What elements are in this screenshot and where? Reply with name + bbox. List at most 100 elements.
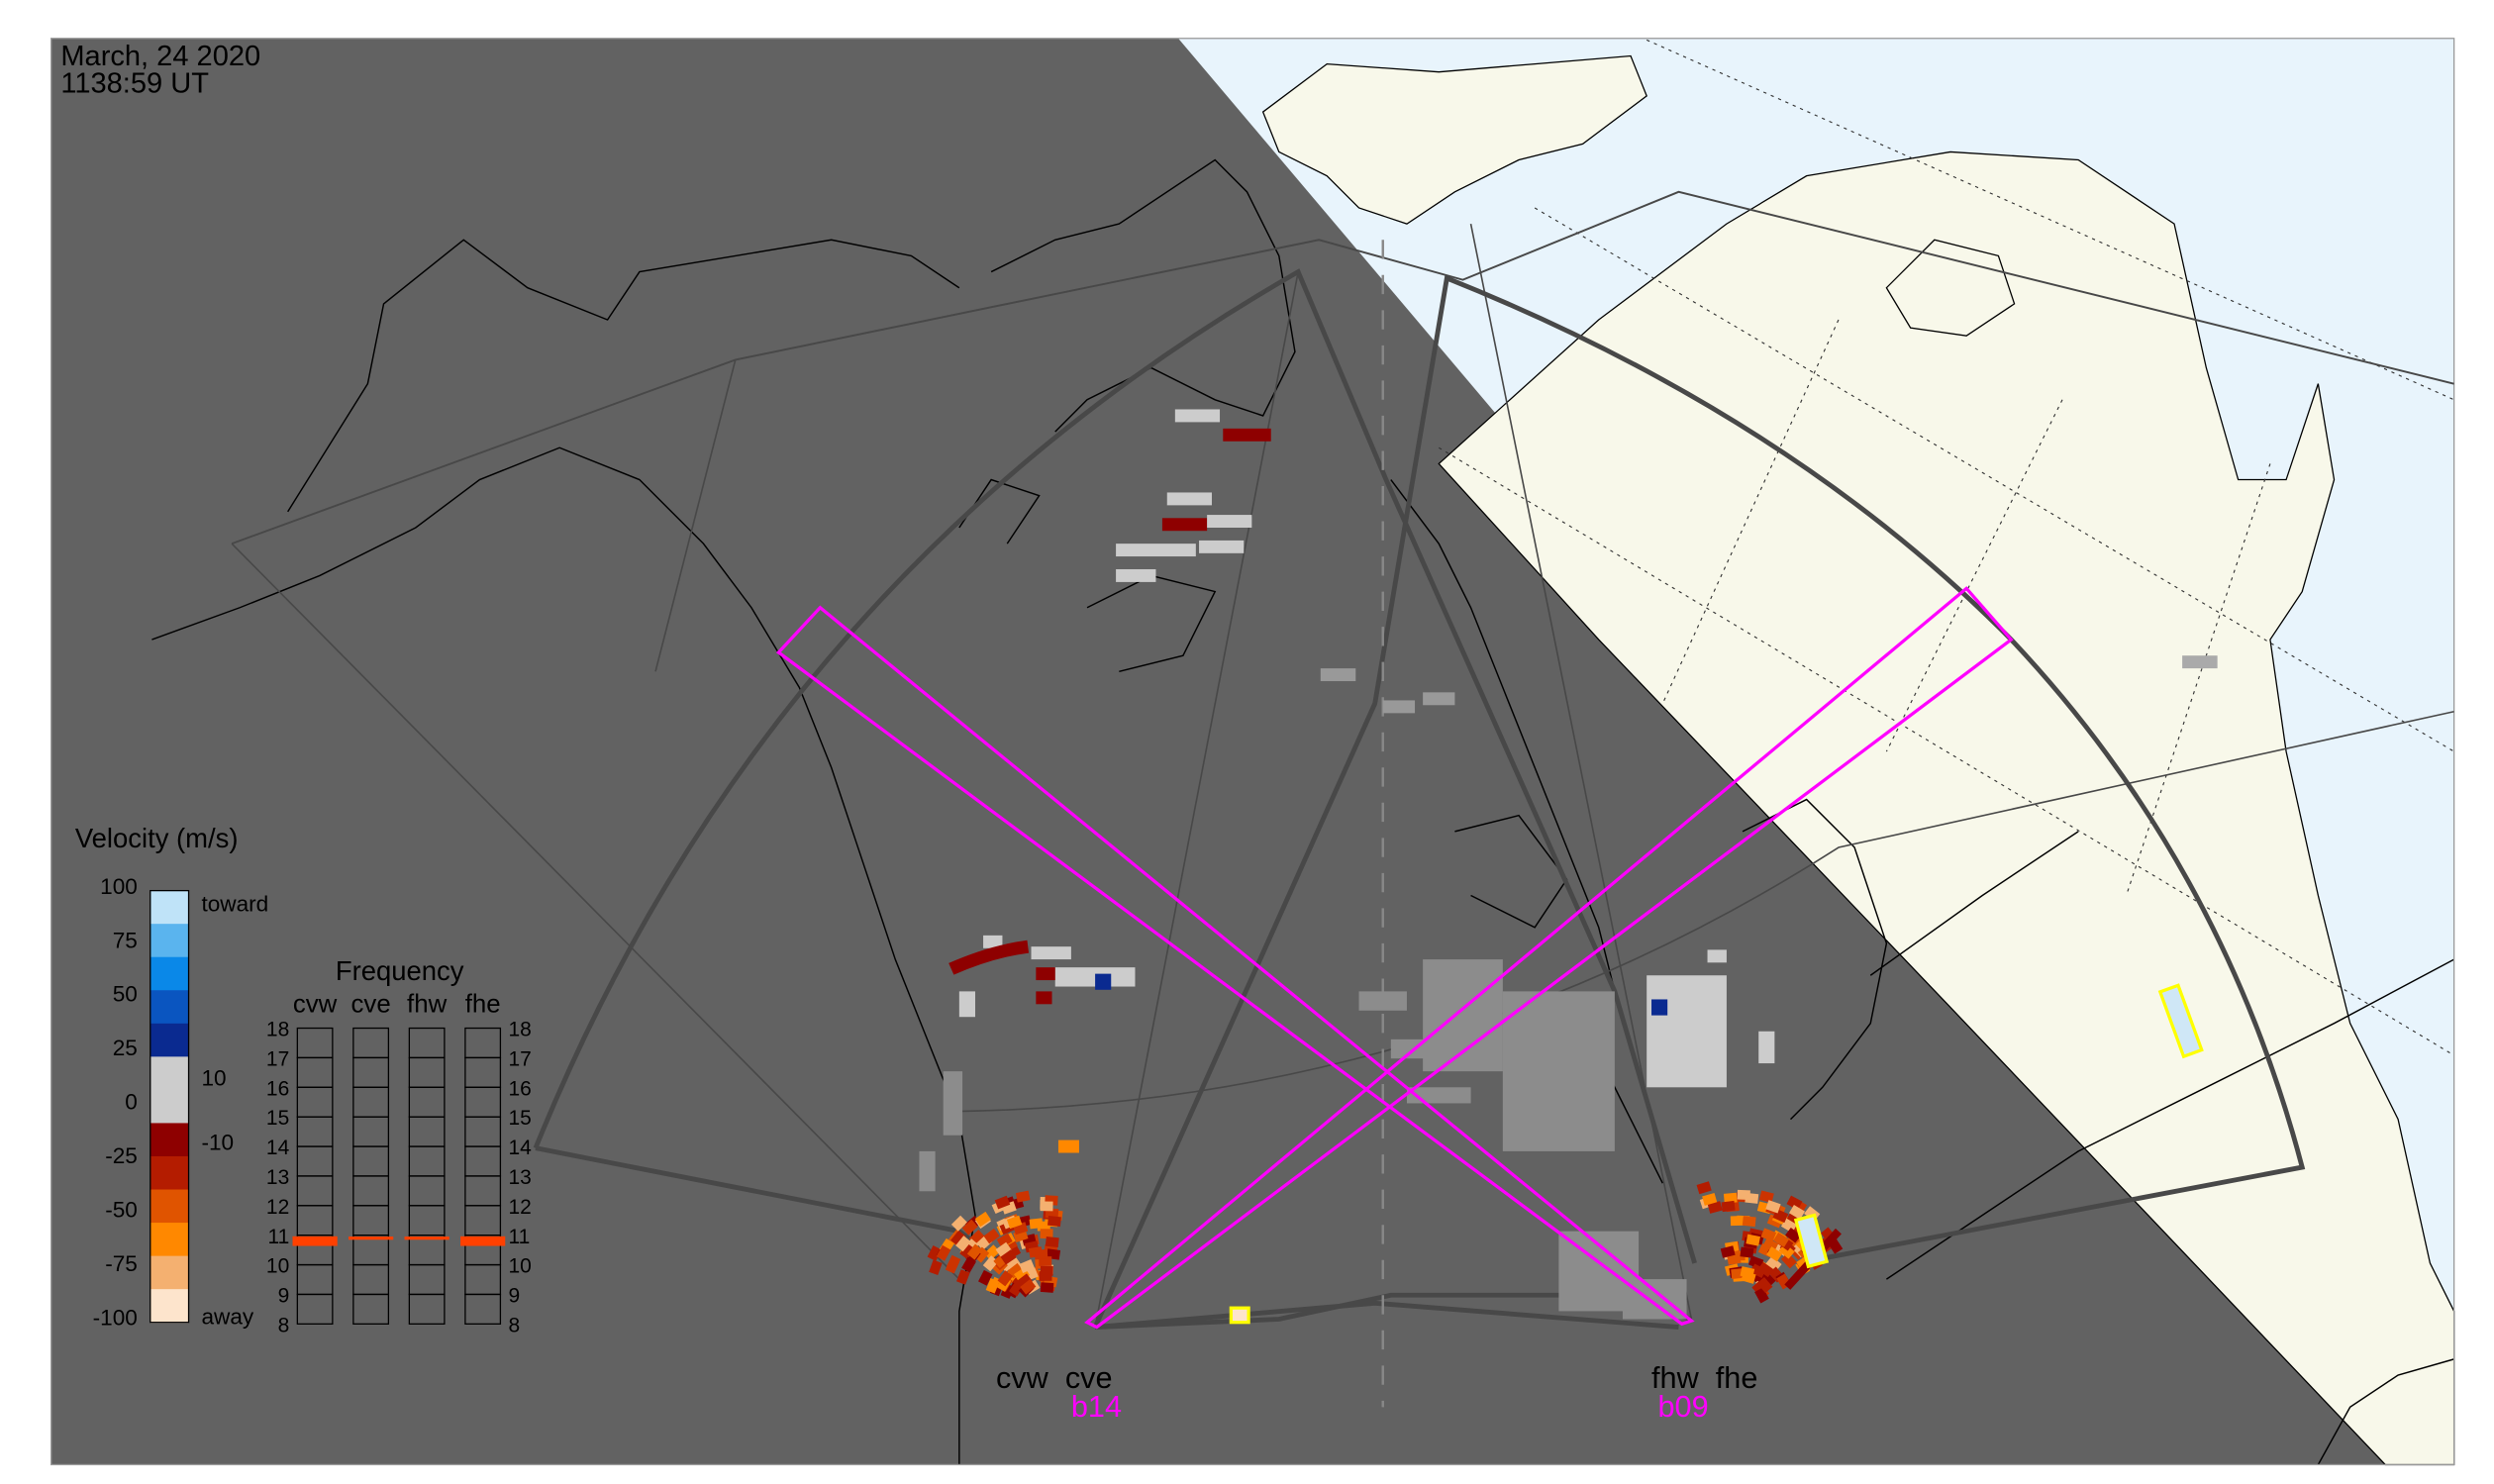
- scatter-cell: [927, 1245, 943, 1261]
- scatter-cell: [961, 1256, 976, 1273]
- scatter-cell: [1036, 967, 1055, 981]
- scatter-cell: [1036, 991, 1052, 1005]
- scatter-cell: [1622, 1279, 1687, 1320]
- scatter-cell: [1040, 1265, 1053, 1276]
- frequency-tick-right: 10: [508, 1255, 531, 1278]
- colorbar-segment: [150, 1289, 189, 1324]
- scatter-cell: [1778, 1242, 1795, 1259]
- scatter-cell: [1034, 1248, 1048, 1260]
- scatter-cell: [1646, 975, 1727, 1088]
- scatter-cell: [1116, 568, 1156, 582]
- colorbar-tick-label: -100: [93, 1305, 138, 1330]
- scatter-cell: [1780, 1252, 1797, 1269]
- fov-base-cross: [1094, 1300, 1679, 1330]
- frequency-tick-right: 17: [508, 1047, 531, 1070]
- legend-neg10: -10: [201, 1130, 234, 1154]
- scatter-cell: [1756, 1276, 1773, 1294]
- scatter-cell: [974, 1211, 991, 1228]
- scatter-cell: [1005, 1257, 1022, 1273]
- legend-away: away: [201, 1304, 253, 1329]
- highlight-cell: [2157, 983, 2204, 1059]
- scatter-cell: [1199, 540, 1245, 553]
- frequency-tick-left: 10: [266, 1255, 289, 1278]
- colorbar-segment: [150, 956, 189, 992]
- frequency-legend-title: Frequency: [336, 955, 464, 986]
- scatter-cell: [1766, 1246, 1783, 1262]
- scatter-cell: [1721, 1200, 1736, 1213]
- scatter-cell: [978, 1269, 993, 1286]
- scatter-cell: [1758, 1031, 1775, 1064]
- scatter-cell: [1784, 1228, 1802, 1243]
- scatter-cell: [1754, 1287, 1769, 1304]
- frequency-tick-left: 8: [278, 1314, 290, 1336]
- fov-line: [1094, 271, 1299, 1328]
- date-label: March, 24 2020: [60, 41, 260, 72]
- frequency-tick-left: 15: [266, 1107, 289, 1130]
- scatter-cell: [1757, 1261, 1774, 1278]
- scatter-cell: [936, 1244, 951, 1261]
- beam-label-west: b14: [1071, 1389, 1122, 1424]
- scatter-cell: [1358, 991, 1407, 1011]
- scatter-cell: [966, 1243, 983, 1260]
- scatter-cell: [1765, 1255, 1782, 1272]
- scatter-cell: [1502, 991, 1615, 1151]
- fov-edge: [654, 359, 737, 672]
- fov-line: [1469, 223, 1693, 1320]
- frequency-tick-right: 9: [508, 1285, 520, 1308]
- beam-b14: [775, 605, 1695, 1327]
- scatter-cell: [1020, 1279, 1037, 1295]
- scatter-cell: [929, 1259, 943, 1276]
- scatter-cell: [950, 1230, 966, 1246]
- scatter-cell: [1702, 1192, 1718, 1206]
- frequency-tick-right: 12: [508, 1196, 531, 1219]
- colorbar-segment: [150, 1089, 189, 1125]
- scatter-cell: [958, 991, 975, 1018]
- scatter-cell: [959, 1242, 975, 1260]
- frequency-cell: [352, 1293, 390, 1325]
- scatter-cell: [1749, 1263, 1766, 1278]
- scatter-cell: [1019, 1259, 1036, 1273]
- time-label: 1138:59 UT: [60, 68, 209, 100]
- scatter-cell: [982, 1255, 999, 1272]
- scatter-cell: [1016, 1273, 1033, 1289]
- scatter-cell: [995, 1241, 1012, 1258]
- day-landmasses: [1261, 54, 2455, 1466]
- colorbar-frame: [150, 889, 190, 1324]
- fov-cvw: [533, 268, 1697, 1264]
- scatter-cell: [1029, 1218, 1044, 1230]
- frequency-cell: [408, 1293, 446, 1325]
- scatter-cell: [983, 935, 1003, 948]
- site-label-west: cvw cve: [996, 1360, 1113, 1395]
- scatter-cell: [1031, 946, 1071, 960]
- colorbar-tick-label: 50: [113, 982, 138, 1007]
- scatter-cell: [1696, 1181, 1712, 1195]
- scatter-cell: [1788, 1204, 1806, 1220]
- scatter-cell: [1786, 1195, 1803, 1211]
- map-frame: [50, 38, 2455, 1466]
- frequency-marker-cve: [349, 1237, 394, 1240]
- frequency-radar-label-fhe: fhe: [465, 990, 501, 1018]
- scatter-cell: [1320, 668, 1356, 682]
- scatter-cell: [1015, 1190, 1031, 1203]
- colorbar-tick-label: 75: [113, 928, 138, 952]
- frequency-tick-right: 13: [508, 1166, 531, 1189]
- frequency-tick-left: 17: [266, 1047, 289, 1070]
- frequency-cell: [464, 1293, 502, 1325]
- frequency-tick-left: 13: [266, 1166, 289, 1189]
- scatter-cell: [955, 1236, 971, 1252]
- highlight-cell: [1793, 1213, 1830, 1269]
- scatter-cell: [1223, 428, 1271, 442]
- scatter-cell: [1040, 1201, 1053, 1212]
- scatter-cell: [1040, 1229, 1053, 1239]
- frequency-tick-left: 9: [278, 1285, 290, 1308]
- frequency-tick-right: 15: [508, 1107, 531, 1130]
- frequency-radar-label-cve: cve: [351, 990, 391, 1018]
- scatter-cell: [1741, 1270, 1756, 1284]
- graticule: [1438, 39, 2454, 1056]
- scatter-cell: [1161, 518, 1208, 532]
- legend-toward: toward: [201, 892, 268, 917]
- colorbar-segment: [150, 1056, 189, 1091]
- frequency-marker-fhe: [460, 1236, 506, 1246]
